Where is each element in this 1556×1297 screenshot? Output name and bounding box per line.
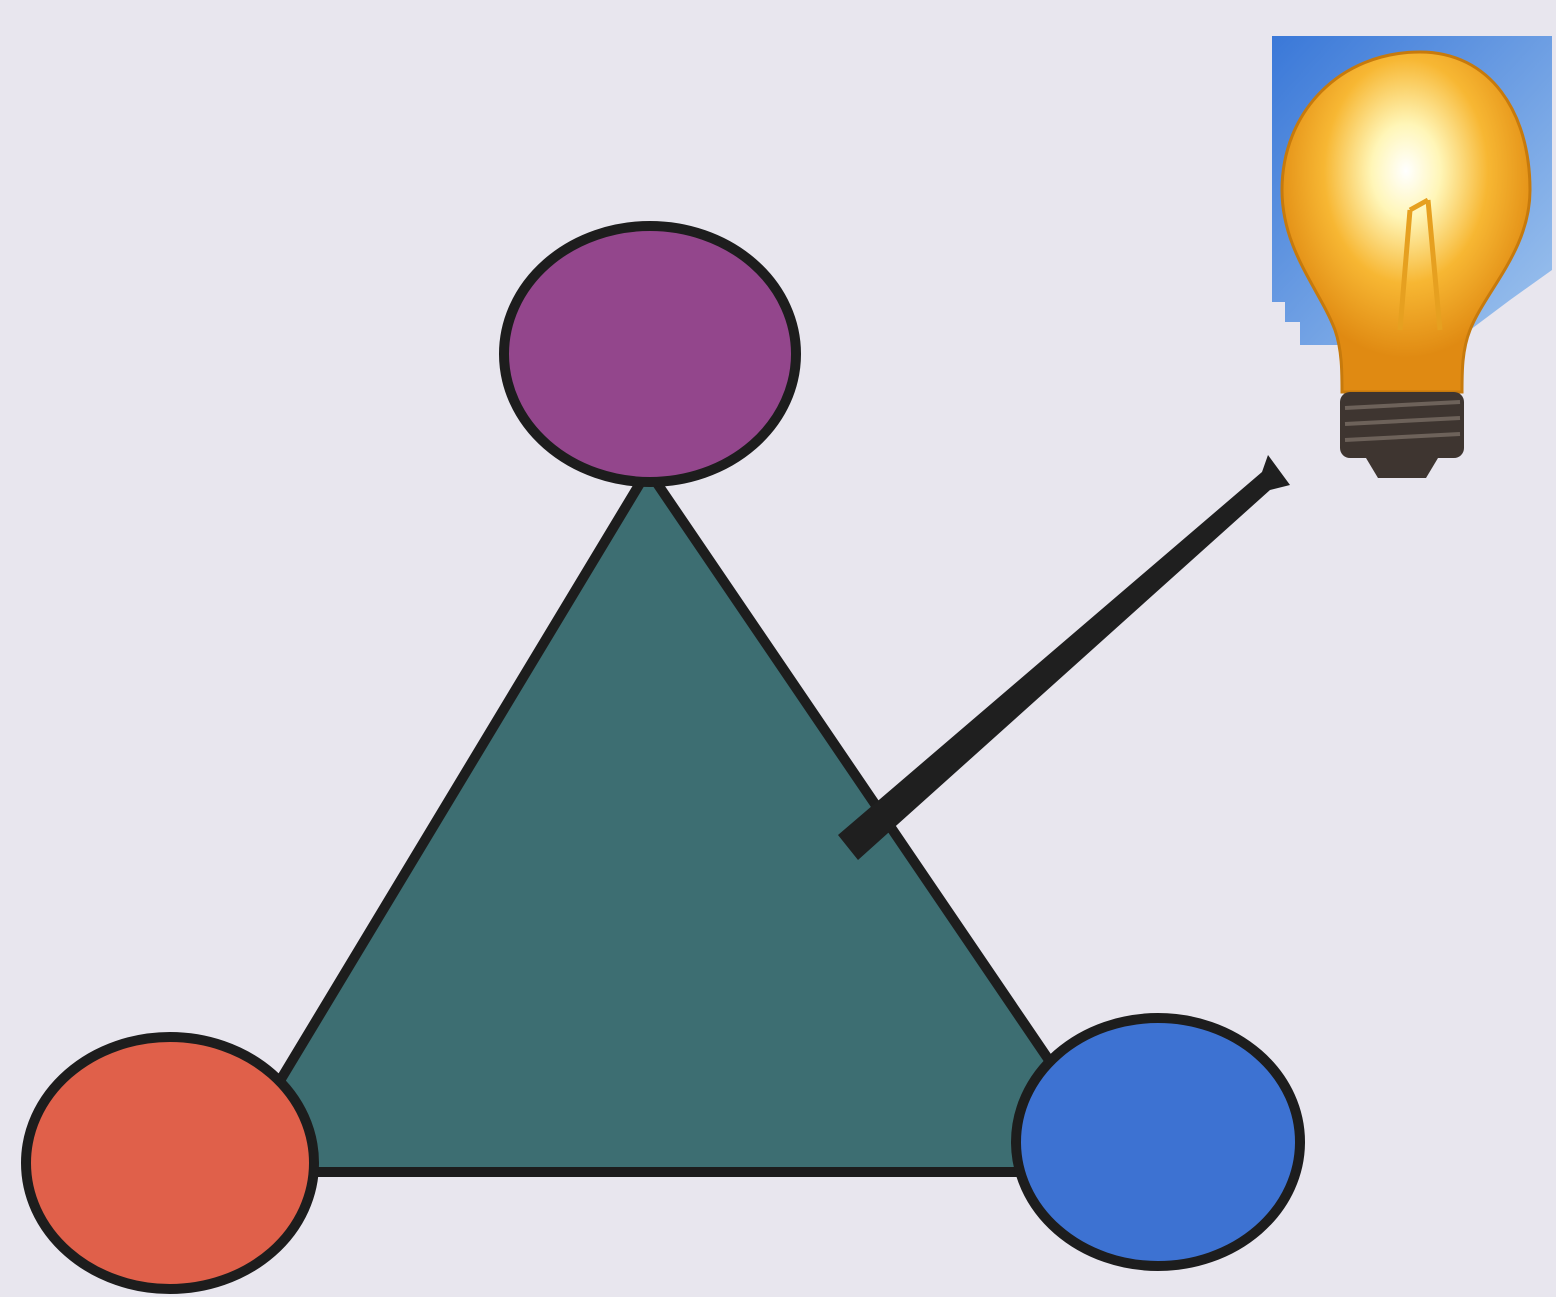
bottom-left-node [26,1037,314,1289]
bottom-right-node [1016,1018,1300,1266]
top-node [504,226,796,482]
lightbulb-tip [1366,458,1438,478]
